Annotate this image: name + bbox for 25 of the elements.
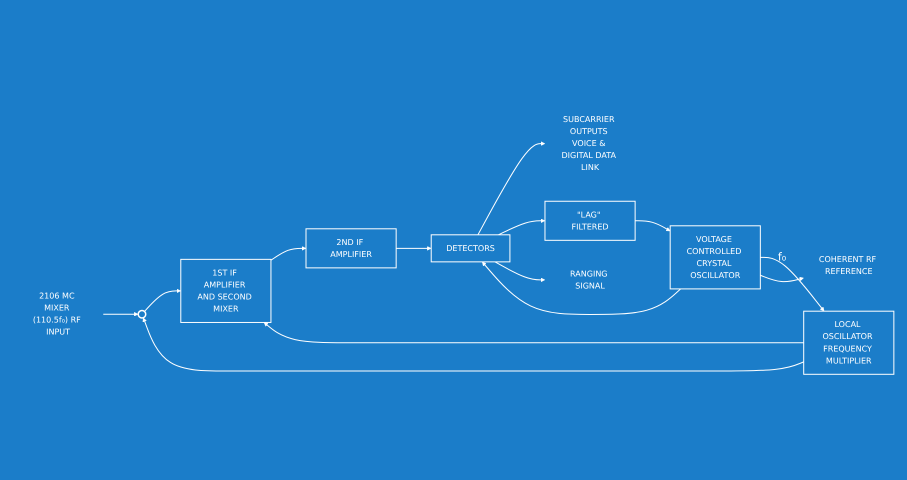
node-circle [138,309,147,318]
arrow [498,218,546,236]
arrow [494,261,546,282]
node-text: RANGING SIGNAL [570,268,608,290]
node-box: "LAG" FILTERED [544,200,636,241]
node-box: VOLTAGE CONTROLLED CRYSTAL OSCILLATOR [670,225,761,290]
node-text: 2106 MC MIXER (110.5f₀) RF INPUT [32,290,81,337]
arrow [396,246,432,250]
arrow [760,274,804,282]
node-text: SUBCARRIER OUTPUTS VOICE & DIGITAL DATA LINK [562,114,616,172]
arrow [477,141,546,236]
arrow [634,220,670,232]
arrow [482,261,682,315]
arrow [144,288,182,312]
arrow [102,312,138,316]
arrow [142,317,804,372]
arrow [270,246,306,261]
arrow [760,256,824,312]
edge-label: f₀ [778,250,786,264]
node-box: DETECTORS [430,234,510,262]
arrow [264,322,804,344]
node-text: COHERENT RF REFERENCE [818,254,876,276]
node-box: 2ND IF AMPLIFIER [306,228,397,268]
node-box: LOCAL OSCILLATOR FREQUENCY MULTIPLIER [803,310,894,375]
node-box: 1ST IF AMPLIFIER AND SECOND MIXER [180,258,272,323]
